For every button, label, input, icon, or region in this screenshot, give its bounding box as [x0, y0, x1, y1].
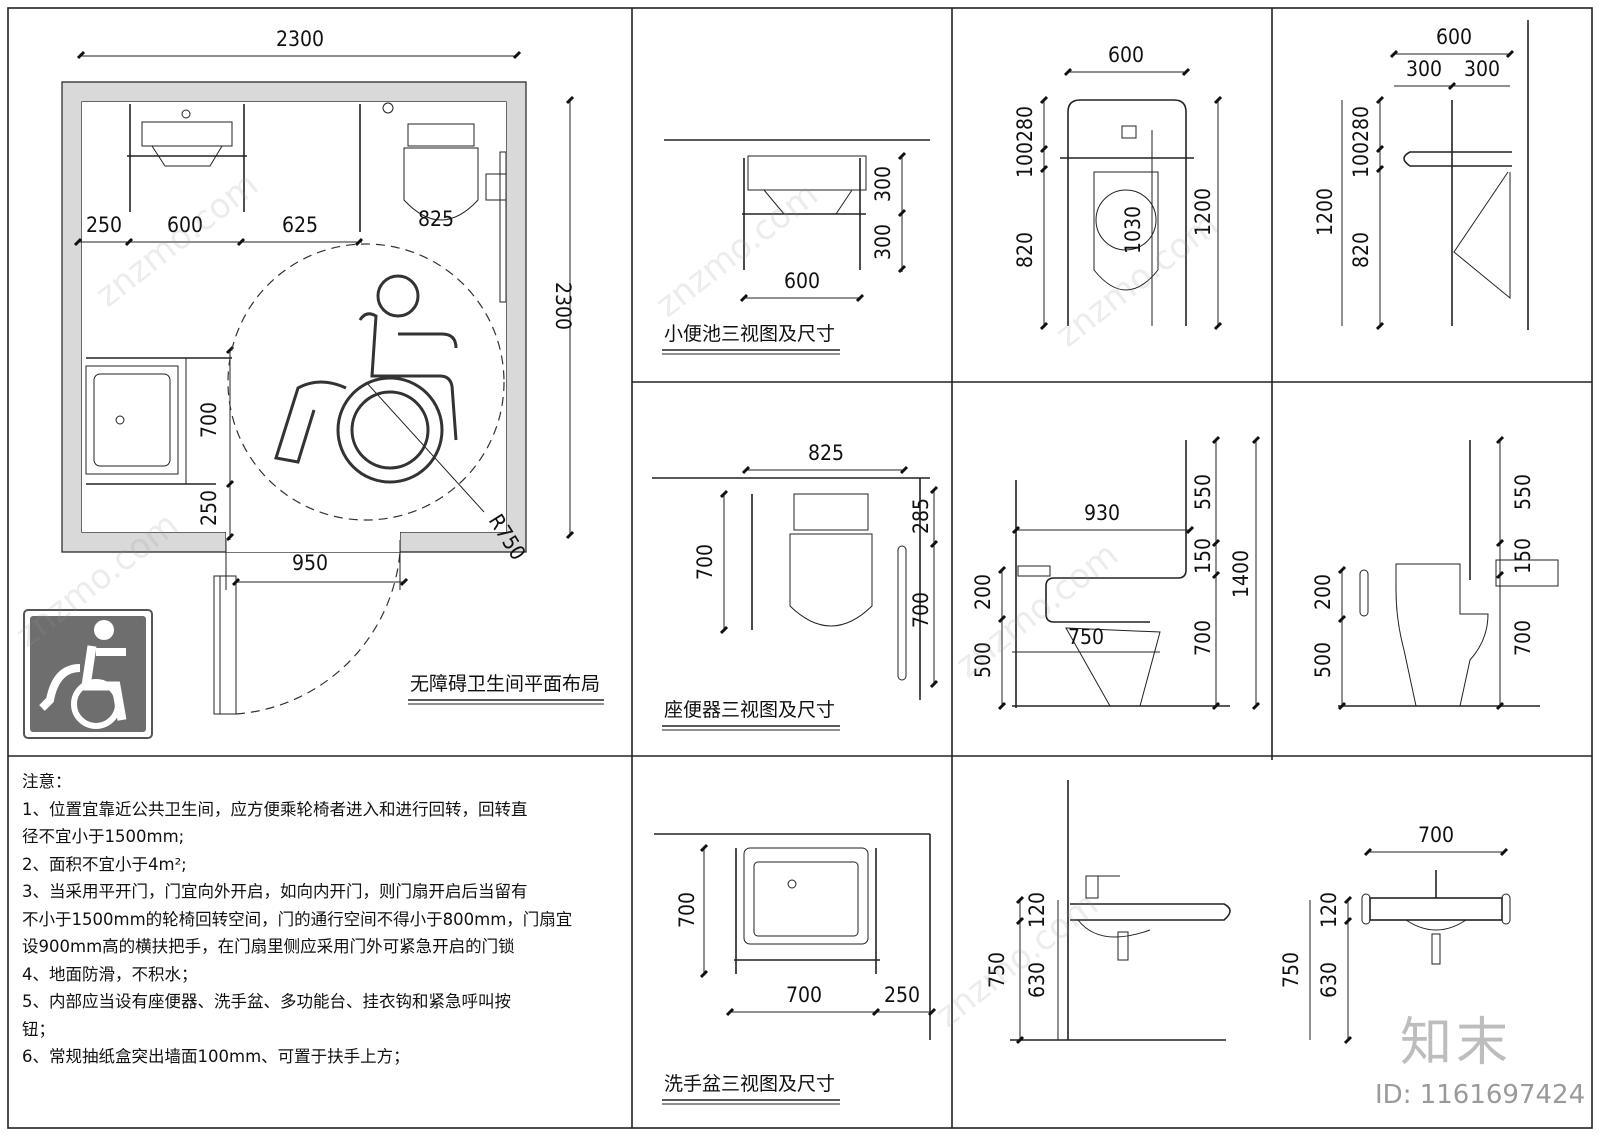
urinal-dim-f820: 820	[1013, 232, 1037, 268]
urinal-dim-f280: 280	[1013, 106, 1037, 142]
toilet-dim-f200: 200	[971, 574, 995, 610]
urinal-dim-top300a: 300	[871, 166, 895, 202]
plan-view: 2300 2300	[23, 27, 604, 739]
sheet-frame	[7, 7, 1593, 1129]
toilet-dim-f700: 700	[1191, 620, 1215, 656]
basin-dim-s630: 630	[1317, 962, 1341, 998]
basin-top-view: 700 700 250 洗手盆三视图及尺寸	[654, 833, 937, 1105]
basin-title: 洗手盆三视图及尺寸	[664, 1073, 835, 1095]
basin-dim-f120: 120	[1025, 892, 1049, 928]
wheelchair-icon	[274, 274, 458, 484]
urinal-dim-side300a: 300	[1406, 57, 1442, 81]
plan-door: 950	[213, 540, 409, 715]
basin-dim-top250: 250	[884, 983, 920, 1007]
basin-side-view: 700 120 750 630	[1279, 823, 1511, 1045]
plan-toilet	[359, 102, 507, 303]
plan-title: 无障碍卫生间平面布局	[410, 673, 600, 695]
toilet-dim-s500: 500	[1311, 642, 1335, 678]
note-line: 不小于1500mm的轮椅回转空间，门的通行空间不得小于800mm，门扇宜	[22, 909, 573, 929]
toilet-dim-f500: 500	[971, 642, 995, 678]
toilet-dim-f930: 930	[1084, 501, 1120, 525]
toilet-dim-f550: 550	[1191, 474, 1215, 510]
plan-dim-600: 600	[167, 213, 203, 237]
urinal-dim-f1200: 1200	[1191, 188, 1215, 236]
toilet-dim-top285: 285	[909, 498, 933, 534]
urinal-dim-top300b: 300	[871, 224, 895, 260]
toilet-title: 座便器三视图及尺寸	[664, 699, 835, 721]
plan-dim-625: 625	[282, 213, 318, 237]
plan-dim-700: 700	[197, 402, 221, 438]
toilet-dim-s700: 700	[1511, 620, 1535, 656]
plan-dim-825: 825	[418, 207, 454, 231]
toilet-dim-s150: 150	[1511, 538, 1535, 574]
urinal-side-view: 600 300 300 280 100 1200 820	[1313, 20, 1529, 331]
urinal-dim-f100: 100	[1013, 142, 1037, 178]
plan-dim-door: 950	[292, 551, 328, 575]
notes-block: 注意： 1、位置宜靠近公共卫生间，应方便乘轮椅者进入和进行回转，回转直 径不宜小…	[22, 768, 622, 1071]
basin-dim-f750: 750	[985, 952, 1009, 988]
note-line: 4、地面防滑，不积水；	[22, 964, 198, 984]
toilet-dim-top825: 825	[808, 441, 844, 465]
notes-heading: 注意：	[22, 772, 72, 791]
plan-dim-width: 2300	[276, 27, 324, 51]
plan-dim-height: 2300	[551, 282, 575, 330]
urinal-dim-f1030: 1030	[1121, 206, 1145, 254]
accessible-sign-icon	[23, 609, 153, 739]
urinal-top-view: 300 300 600 小便池三视图及尺寸	[662, 139, 930, 355]
note-line: 1、位置宜靠近公共卫生间，应方便乘轮椅者进入和进行回转，回转直	[22, 799, 528, 819]
basin-dim-f630: 630	[1025, 962, 1049, 998]
plan-basin	[85, 357, 232, 485]
urinal-dim-s1200: 1200	[1313, 188, 1337, 236]
turning-circle	[227, 243, 505, 521]
toilet-dim-top700: 700	[693, 544, 717, 580]
basin-dim-top700b: 700	[786, 983, 822, 1007]
watermark-logo: 知末	[1400, 1013, 1513, 1073]
urinal-dim-side600: 600	[1436, 25, 1472, 49]
urinal-dim-s820: 820	[1349, 232, 1373, 268]
toilet-side-view: 550 150 700 200 500	[1311, 435, 1559, 711]
basin-dim-s750: 750	[1279, 952, 1303, 988]
note-line: 径不宜小于1500mm;	[22, 827, 185, 846]
urinal-dim-top600: 600	[784, 269, 820, 293]
note-line: 2、面积不宜小于4m²;	[22, 854, 187, 874]
toilet-dim-s550: 550	[1511, 474, 1535, 510]
watermark-id: ID: 1161697424	[1375, 1080, 1586, 1110]
basin-front-view: 120 750 630	[985, 780, 1231, 1045]
toilet-dim-top700b: 700	[909, 592, 933, 628]
toilet-dim-f750: 750	[1068, 625, 1104, 649]
toilet-top-view: 825 700 285 700 座便器三视图及尺寸	[652, 441, 939, 731]
plan-urinal	[127, 104, 247, 212]
note-line: 钮；	[22, 1019, 55, 1039]
plan-dim-250b: 250	[197, 490, 221, 526]
toilet-dim-s200: 200	[1311, 574, 1335, 610]
toilet-dim-f1400: 1400	[1229, 550, 1253, 598]
basin-dim-s700: 700	[1418, 823, 1454, 847]
urinal-dim-side300b: 300	[1464, 57, 1500, 81]
note-line: 3、当采用平开门，门宜向外开启，如向内开门，则门扇开启后当留有	[22, 882, 528, 901]
urinal-front-view: 600 280 100 820 1030 1200	[1013, 43, 1223, 331]
urinal-dim-s100: 100	[1349, 142, 1373, 178]
urinal-title: 小便池三视图及尺寸	[664, 323, 835, 345]
basin-dim-s120: 120	[1317, 892, 1341, 928]
basin-dim-top700: 700	[675, 892, 699, 928]
toilet-front-view: 930 550 150 700 1400 200 500 750	[971, 435, 1261, 711]
plan-dim-250a: 250	[86, 213, 122, 237]
note-line: 6、常规抽纸盒突出墙面100mm、可置于扶手上方；	[22, 1047, 410, 1066]
note-line: 设900mm高的横扶把手，在门扇里侧应采用门外可紧急开启的门锁	[22, 937, 515, 956]
toilet-dim-f150: 150	[1191, 538, 1215, 574]
urinal-dim-s280: 280	[1349, 106, 1373, 142]
urinal-dim-front600: 600	[1108, 43, 1144, 67]
note-line: 5、内部应当设有座便器、洗手盆、多功能台、挂衣钩和紧急呼叫按	[22, 992, 511, 1011]
